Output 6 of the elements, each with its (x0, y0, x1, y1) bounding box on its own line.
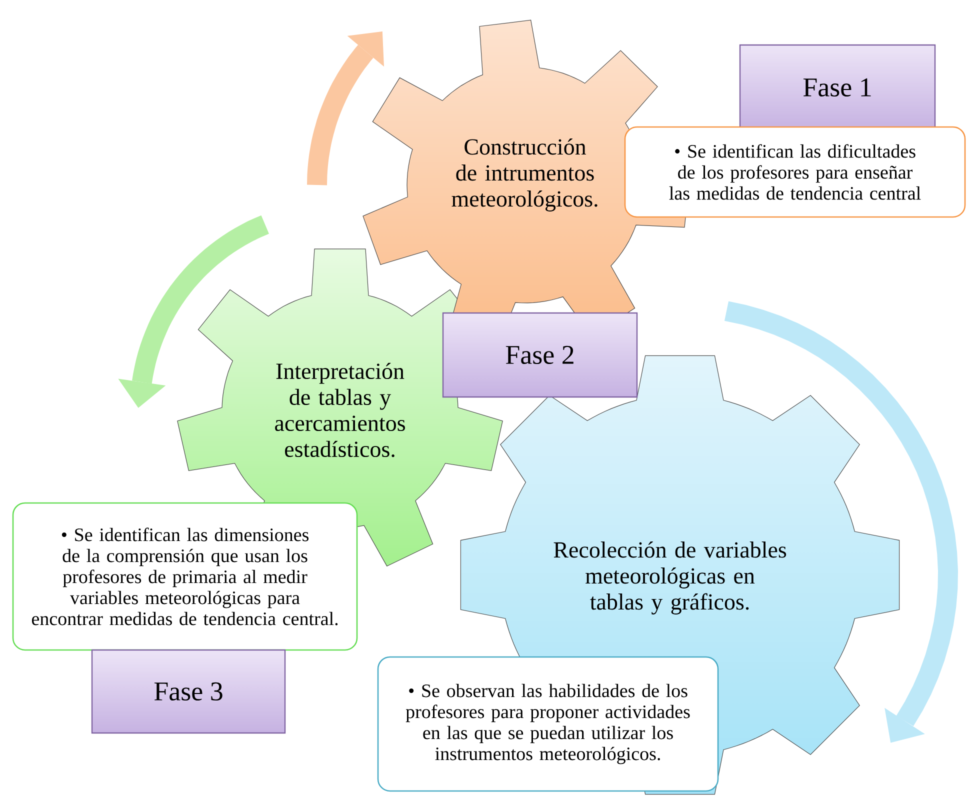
phase-box: Fase 2 (442, 312, 638, 398)
phase-box: Fase 3 (91, 649, 286, 734)
phase-box: Fase 1 (739, 44, 936, 131)
description-box: • Se identifican las dificultades de los profesores para enseñar las medidas de tendencia central (624, 126, 966, 218)
description-box: • Se observan las habilidades de los profesores para proponer actividades en las que se puedan utilizar los instrumentos meteorológicos. (377, 656, 719, 792)
description-box: • Se identifican las dimensiones de la comprensión que usan los profesores de primaria al medir variables meteorológicas para encontrar medidas de tendencia central. (12, 502, 358, 651)
